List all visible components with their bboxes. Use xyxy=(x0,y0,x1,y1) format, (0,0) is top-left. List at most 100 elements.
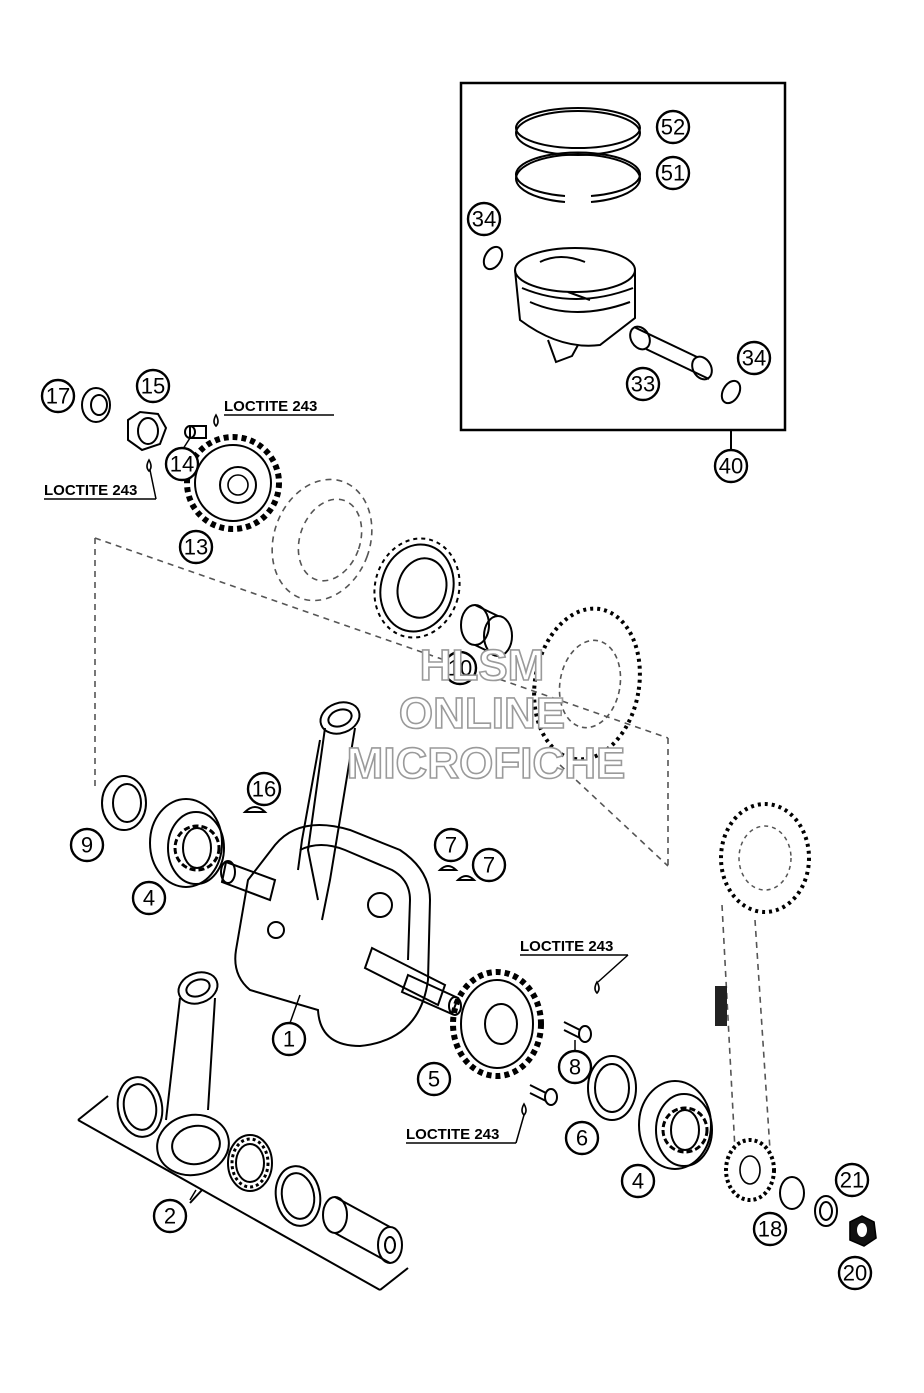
bolt-14 xyxy=(184,425,207,439)
piston-kit-box xyxy=(459,81,787,432)
svg-text:52: 52 xyxy=(661,115,685,140)
callout-leaders xyxy=(171,437,576,1201)
conrod-set-bracket xyxy=(77,1095,409,1291)
callout-15: 15 xyxy=(135,368,171,404)
svg-text:17: 17 xyxy=(46,384,70,409)
svg-text:8: 8 xyxy=(569,1055,581,1080)
nut-15 xyxy=(127,410,168,452)
svg-text:20: 20 xyxy=(843,1261,867,1286)
bolt-lower xyxy=(529,1084,558,1106)
svg-text:15: 15 xyxy=(141,374,165,399)
callout-16: 16 xyxy=(246,771,282,807)
callout-4-left: 4 xyxy=(131,880,167,916)
watermark-line3: MICROFICHE xyxy=(347,739,626,788)
bolt-8 xyxy=(563,1021,592,1043)
callout-40: 40 xyxy=(713,448,749,484)
svg-text:21: 21 xyxy=(840,1168,864,1193)
phantom-chain xyxy=(721,904,771,1151)
svg-text:4: 4 xyxy=(143,886,155,911)
loctite-drop-lower-right xyxy=(521,1102,527,1117)
loctite-note-right-leader xyxy=(597,954,629,983)
loctite-note-upper: LOCTITE 243 xyxy=(224,398,317,415)
svg-text:2: 2 xyxy=(164,1204,176,1229)
callout-7-b: 7 xyxy=(471,847,507,883)
chain-link xyxy=(715,986,727,1026)
circlip-34-right xyxy=(720,379,742,405)
svg-text:14: 14 xyxy=(170,452,194,477)
svg-text:16: 16 xyxy=(252,777,276,802)
piston-ring-52 xyxy=(515,107,641,156)
bearing-4-right xyxy=(638,1080,713,1170)
loctite-drop-right xyxy=(594,980,600,995)
loctite-note-lower: LOCTITE 243 xyxy=(406,1126,499,1143)
svg-text:9: 9 xyxy=(81,833,93,858)
freewheel xyxy=(373,537,461,639)
svg-text:5: 5 xyxy=(428,1067,440,1092)
svg-text:7: 7 xyxy=(483,853,495,878)
phantom-outline xyxy=(94,537,669,867)
svg-text:40: 40 xyxy=(719,454,743,479)
connecting-rod-upper xyxy=(297,701,361,921)
svg-text:51: 51 xyxy=(661,161,685,186)
callout-18: 18 xyxy=(752,1211,788,1247)
svg-text:7: 7 xyxy=(445,833,457,858)
seal-9 xyxy=(101,775,147,831)
piston-ring-51 xyxy=(515,151,641,203)
needle-bearing-10 xyxy=(460,604,513,657)
piston-pin xyxy=(629,325,713,381)
sprocket-lower xyxy=(724,1138,776,1202)
needle-cage-big-end xyxy=(227,1134,273,1192)
bearing-4-left xyxy=(149,798,225,888)
nut-20 xyxy=(849,1215,877,1247)
svg-text:6: 6 xyxy=(576,1126,588,1151)
key-7-a xyxy=(437,865,459,871)
callout-5: 5 xyxy=(416,1061,452,1097)
callout-6: 6 xyxy=(564,1120,600,1156)
callout-4-right: 4 xyxy=(620,1163,656,1199)
callout-52: 52 xyxy=(655,109,691,145)
watermark-line2: ONLINE xyxy=(399,689,565,738)
phantom-sprocket-upper xyxy=(719,802,811,914)
phantom-flywheel xyxy=(271,478,373,602)
callout-1: 1 xyxy=(271,1021,307,1057)
thrust-washer-right xyxy=(274,1165,322,1227)
callout-9: 9 xyxy=(69,827,105,863)
circlip-18 xyxy=(779,1176,805,1210)
loctite-note-left-leader xyxy=(149,469,157,500)
callout-33: 33 xyxy=(625,366,661,402)
gear-13 xyxy=(184,434,282,532)
svg-text:4: 4 xyxy=(632,1169,644,1194)
loctite-note-right: LOCTITE 243 xyxy=(520,938,613,955)
loctite-drop-upper xyxy=(213,413,219,428)
crankshaft-1 xyxy=(220,824,462,1048)
callout-51: 51 xyxy=(655,155,691,191)
connecting-rod-2 xyxy=(156,971,230,1177)
svg-text:1: 1 xyxy=(283,1027,295,1052)
seal-ring-17 xyxy=(81,387,111,423)
svg-text:34: 34 xyxy=(472,207,496,232)
key-7-b xyxy=(455,875,477,881)
callout-34-left: 34 xyxy=(466,201,502,237)
callout-21: 21 xyxy=(834,1162,870,1198)
callout-20: 20 xyxy=(837,1255,873,1291)
callout-34-right: 34 xyxy=(736,340,772,376)
svg-text:34: 34 xyxy=(742,346,766,371)
phantom-gear xyxy=(532,606,642,762)
washer-6 xyxy=(587,1055,637,1121)
loctite-drop-lower xyxy=(146,458,152,473)
callout-7-a: 7 xyxy=(433,827,469,863)
gear-5 xyxy=(450,969,544,1079)
callout-17: 17 xyxy=(40,378,76,414)
svg-text:18: 18 xyxy=(758,1217,782,1242)
callout-8: 8 xyxy=(557,1049,593,1085)
piston xyxy=(514,247,636,364)
washer-21 xyxy=(814,1195,838,1227)
thrust-washer-left xyxy=(116,1076,164,1138)
circlip-34-left xyxy=(482,245,504,271)
svg-text:13: 13 xyxy=(184,535,208,560)
crank-pin xyxy=(322,1196,403,1264)
callout-13: 13 xyxy=(178,529,214,565)
callout-10: 10 xyxy=(442,650,478,686)
callout-2: 2 xyxy=(152,1198,188,1234)
